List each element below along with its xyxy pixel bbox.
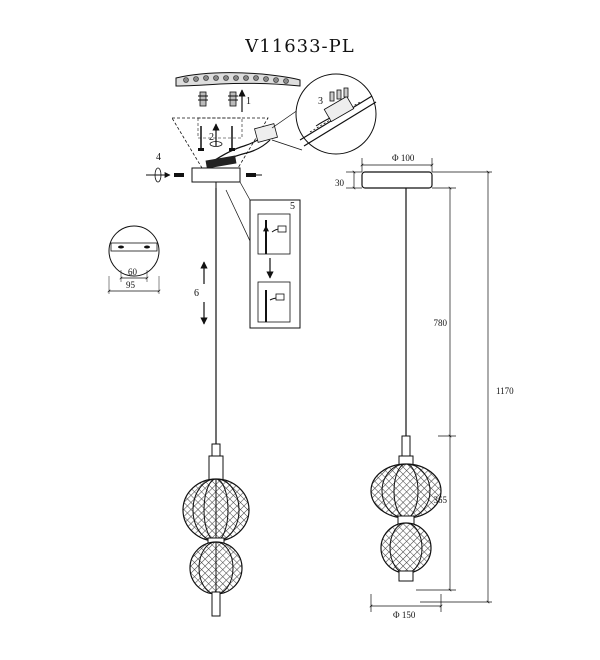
cable-adjust-detail-box [249,199,301,329]
wall-plug-right [228,91,238,107]
pendant-dimension-view [361,171,442,582]
dim-body-height: 365 [434,495,448,505]
dim-top-diameter: Φ 100 [392,153,415,163]
side-screw-right [246,173,262,177]
side-screw-left [146,167,184,183]
pendant-body-left [182,443,250,617]
terminal-detail-callout [295,73,377,155]
dim-total-height: 1170 [496,386,514,396]
wall-plug-left [198,91,208,107]
canopy [191,167,241,183]
dim-body-diameter: Φ 150 [393,610,416,620]
canopy-side [361,171,433,189]
dim-cable-length: 780 [434,318,448,328]
dimension-lines [346,158,492,612]
step-5-label: 5 [290,201,295,212]
step-2-label: 2 [209,132,214,143]
step-6-label: 6 [194,288,199,299]
model-title: V11633-PL [245,36,355,57]
canopy-plate-view [107,225,161,294]
dim-hole-spacing: 60 [128,267,138,277]
step-3-label: 3 [318,96,323,107]
dim-canopy-height: 30 [335,178,345,188]
mounting-screws [198,126,235,151]
step-4-label: 4 [156,152,161,163]
rotate-icon [209,141,223,147]
ceiling-strip [175,72,301,87]
step-1-label: 1 [246,96,251,107]
wiring-bundle [205,123,278,169]
dim-plate-width: 95 [126,280,136,290]
